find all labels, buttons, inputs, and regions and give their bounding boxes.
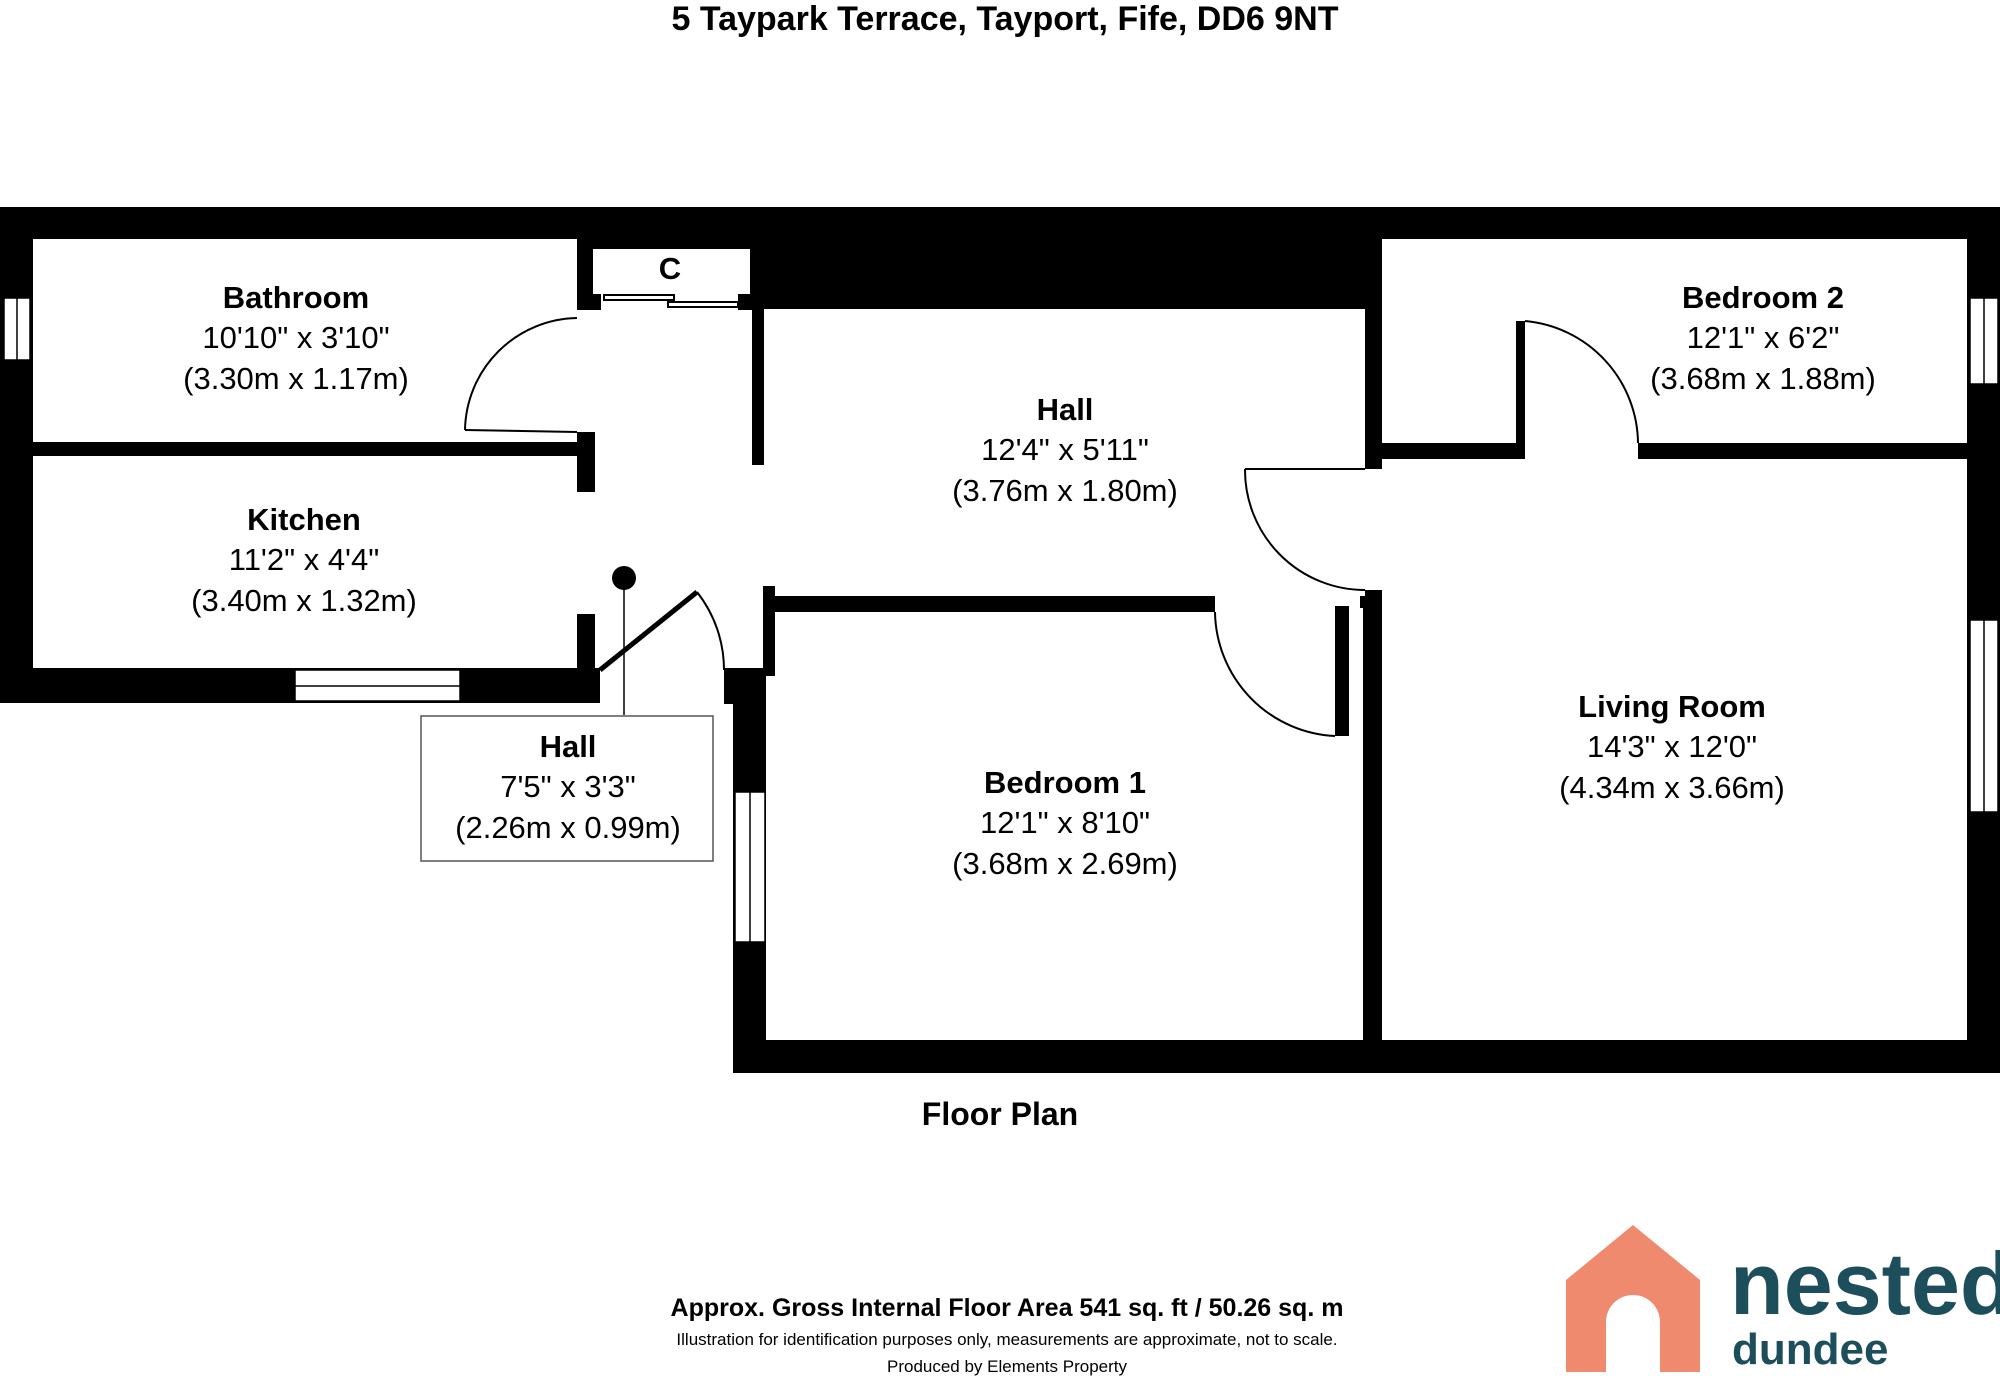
floor-area: Approx. Gross Internal Floor Area 541 sq… xyxy=(671,1294,1344,1322)
room-metric: (3.40m x 1.32m) xyxy=(191,583,417,618)
room-living: Living Room 14'3" x 12'0" (4.34m x 3.66m… xyxy=(1559,689,1785,805)
producer-credit: Produced by Elements Property xyxy=(887,1357,1128,1376)
room-metric: (3.68m x 2.69m) xyxy=(952,846,1178,881)
room-hall-entry: Hall 7'5" x 3'3" (2.26m x 0.99m) xyxy=(455,729,681,845)
room-name: Hall xyxy=(540,729,597,764)
disclaimer: Illustration for identification purposes… xyxy=(676,1330,1337,1349)
window-lines xyxy=(16,298,1985,942)
room-name: Bedroom 1 xyxy=(984,765,1146,800)
logo-wordmark: nested xyxy=(1730,1234,2000,1333)
room-bedroom1: Bedroom 1 12'1" x 8'10" (3.68m x 2.69m) xyxy=(952,765,1178,881)
door-living xyxy=(1243,468,1366,591)
logo: nested dundee xyxy=(1566,1225,2000,1374)
room-imperial: 14'3" x 12'0" xyxy=(1587,729,1757,764)
room-metric: (3.30m x 1.17m) xyxy=(183,361,409,396)
entry-door-leaf xyxy=(598,590,699,672)
door-bathroom xyxy=(464,317,578,431)
page-title: 5 Taypark Terrace, Tayport, Fife, DD6 9N… xyxy=(671,0,1338,38)
closet-label: C xyxy=(659,251,681,286)
room-name: Bathroom xyxy=(223,280,369,315)
room-imperial: 12'1" x 6'2" xyxy=(1687,320,1840,355)
room-metric: (4.34m x 3.66m) xyxy=(1559,770,1785,805)
room-bedroom2: Bedroom 2 12'1" x 6'2" (3.68m x 1.88m) xyxy=(1650,280,1876,396)
room-metric: (3.76m x 1.80m) xyxy=(952,473,1178,508)
room-imperial: 10'10" x 3'10" xyxy=(202,320,389,355)
floor-plan-label: Floor Plan xyxy=(922,1096,1078,1132)
door-entry xyxy=(696,591,726,671)
room-name: Kitchen xyxy=(247,502,361,537)
room-imperial: 7'5" x 3'3" xyxy=(500,769,636,804)
room-hall-main: Hall 12'4" x 5'11" (3.76m x 1.80m) xyxy=(952,392,1178,508)
house-icon xyxy=(1566,1225,1700,1372)
room-name: Living Room xyxy=(1578,689,1766,724)
doors xyxy=(464,294,1639,737)
room-name: Hall xyxy=(1037,392,1094,427)
logo-subtitle: dundee xyxy=(1732,1325,1888,1374)
room-imperial: 12'1" x 8'10" xyxy=(980,805,1150,840)
room-imperial: 11'2" x 4'4" xyxy=(229,542,379,577)
room-metric: (2.26m x 0.99m) xyxy=(455,810,681,845)
room-metric: (3.68m x 1.88m) xyxy=(1650,361,1876,396)
hall-entry-label-box xyxy=(420,715,714,862)
room-imperial: 12'4" x 5'11" xyxy=(981,432,1149,467)
room-name: Bedroom 2 xyxy=(1682,280,1844,315)
door-bedroom2 xyxy=(1524,320,1639,444)
room-bathroom: Bathroom 10'10" x 3'10" (3.30m x 1.17m) xyxy=(183,280,409,396)
door-bedroom1 xyxy=(1214,611,1336,737)
room-kitchen: Kitchen 11'2" x 4'4" (3.40m x 1.32m) xyxy=(191,502,417,618)
